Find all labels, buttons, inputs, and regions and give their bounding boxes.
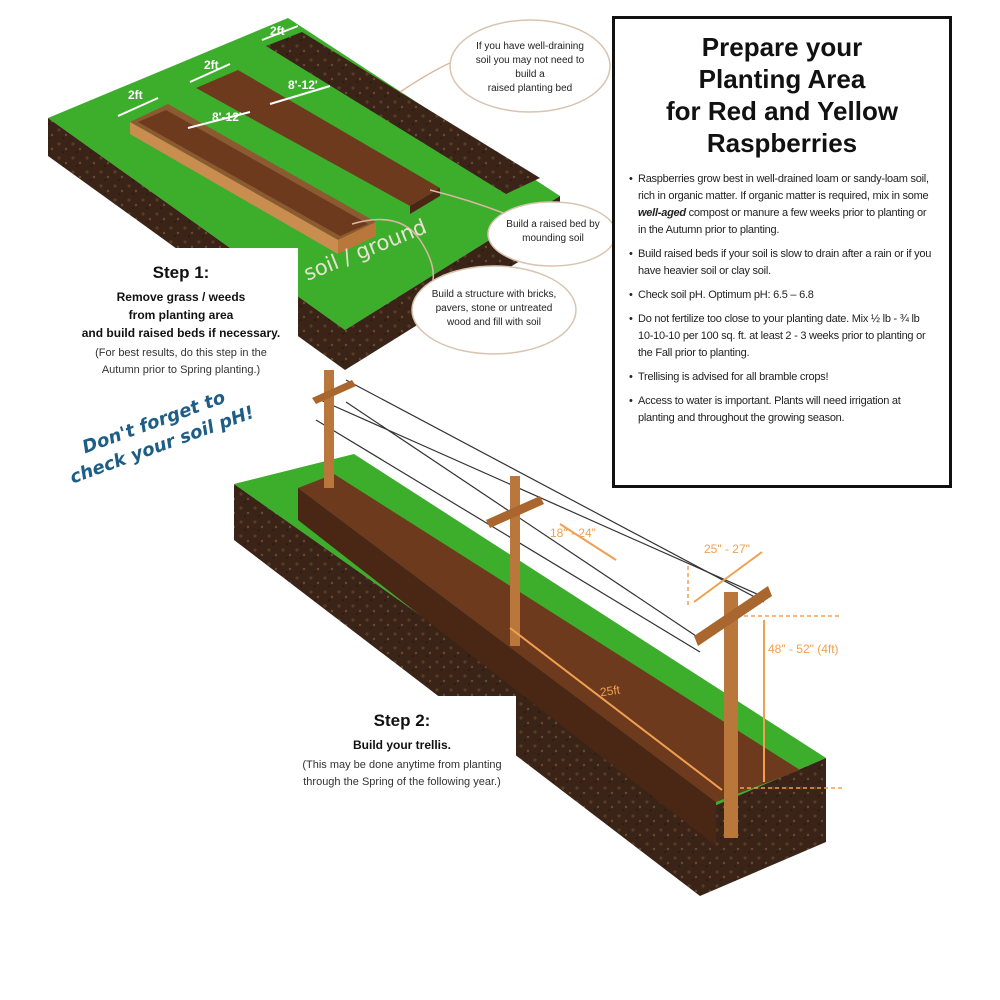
callout-leaders [351,61,507,291]
trellis-plot-soil-left [234,484,700,896]
bubble-well-draining-text: If you have well-draining soil you may n… [475,41,585,94]
trellis-post-2 [510,476,520,646]
spacing-label-b: 8'-12' [288,78,318,92]
panel-bullet: Access to water is important. Plants wil… [629,393,935,427]
panel-bullet-list: Raspberries grow best in well-drained lo… [629,171,935,427]
wire-spacing-label: 18" - 24" [550,526,596,540]
bubble-well-draining [449,19,611,113]
panel-bullet: Check soil pH. Optimum pH: 6.5 – 6.8 [629,287,935,304]
step1-title: Step 1: [152,263,210,282]
step2-box: Step 2: Build your trellis. (This may be… [288,696,516,822]
top-plot-grass [48,18,560,330]
panel-bullet: Trellising is advised for all bramble cr… [629,369,935,386]
step1-box: Step 1: Remove grass / weeds from planti… [64,248,298,416]
step2-note: (This may be done anytime from planting … [302,759,502,788]
planting-row [298,474,800,802]
row-length-label: 25ft [599,682,621,700]
panel-bullet: Raspberries grow best in well-drained lo… [629,171,935,239]
trellis-post-3 [724,592,738,838]
step1-subtitle: Remove grass / weeds from planting area … [81,290,281,340]
step2-title: Step 2: [373,711,431,730]
bed-width-label-a: 2ft [128,88,143,102]
panel-bullet: Build raised beds if your soil is slow t… [629,246,935,280]
trellis-dimension-arrows [509,523,765,791]
step1-note: (For best results, do this step in the A… [95,347,267,376]
panel-bullet: Do not fertilize too close to your plant… [629,311,935,362]
trellis-posts [312,370,772,838]
bubble-structure [411,265,577,355]
info-panel: Prepare your Planting Area for Red and Y… [612,16,952,488]
panel-title: Prepare your Planting Area for Red and Y… [665,32,899,158]
spacing-label-a: 8'-12' [212,110,242,124]
bubble-mound-text: Build a raised bed by mounding soil [506,219,600,244]
top-dimension-arrows [117,25,331,129]
trellis-plot-soil-right [700,758,826,896]
post-height-label: 48" - 52" (4ft) [768,642,839,656]
bubble-structure-text: Build a structure with bricks, pavers, s… [431,289,557,328]
mounded-bed [196,70,440,206]
in-ground-row [266,32,540,194]
step2-subtitle: Build your trellis. [352,738,451,752]
trellis-post-1 [324,370,334,488]
bed-width-label-c: 2ft [270,24,285,38]
trellis-plot [234,370,844,896]
bed-width-label-b: 2ft [204,58,219,72]
crossarm-width-label: 25" - 27" [704,542,750,556]
